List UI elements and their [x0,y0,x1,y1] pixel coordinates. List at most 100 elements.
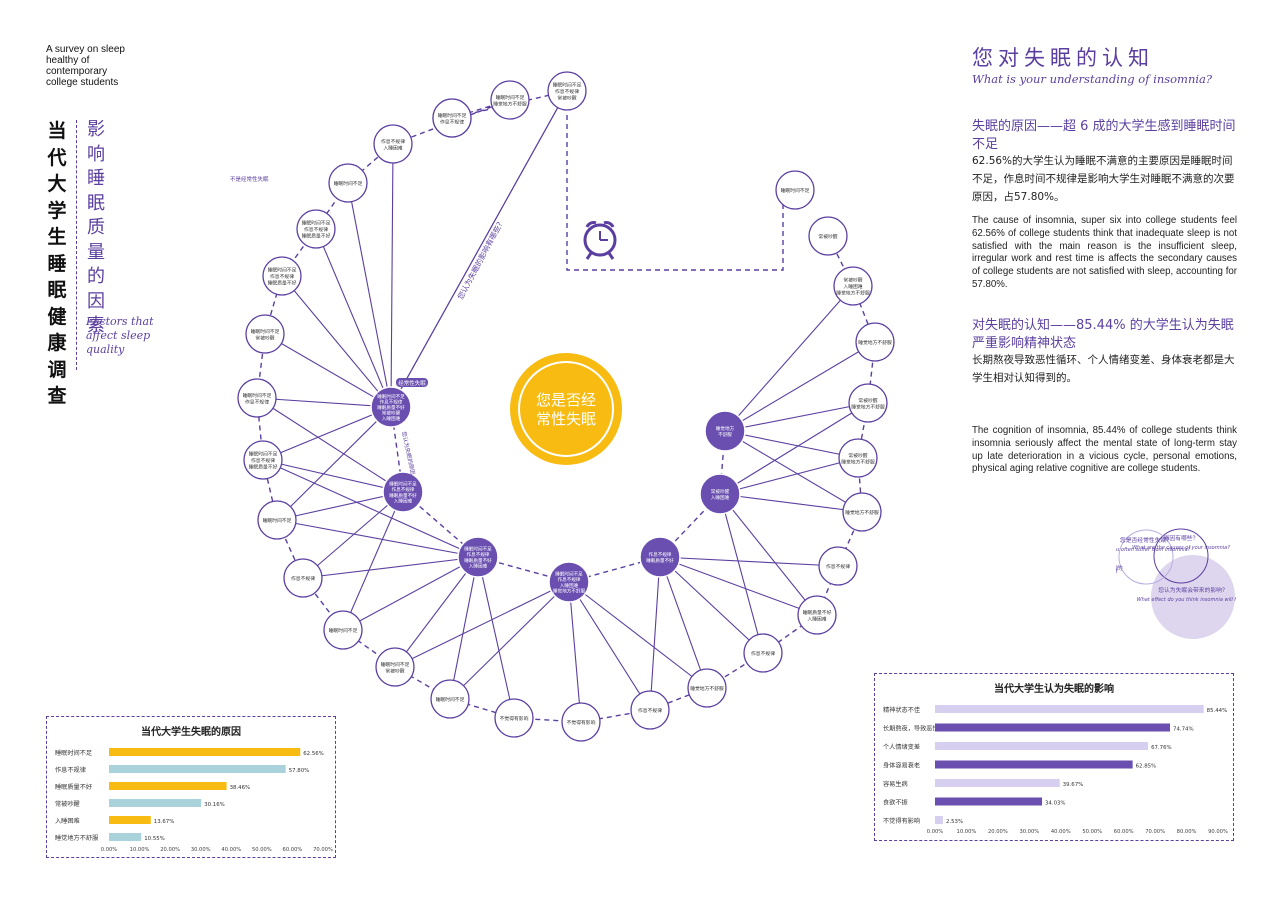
ring-node-circle [237,378,277,418]
hub-node-label: 作息不规律 [649,551,672,558]
network-links [256,90,876,723]
ring-node: 作息不规律 [283,558,323,598]
network-link [342,556,479,631]
ring-node-label: 睡眠质量不好 [803,609,832,616]
network-link [281,275,392,408]
x-tick-label: 60.00% [283,847,303,853]
network-link [276,491,404,521]
ring-path [256,90,876,723]
x-tick-label: 20.00% [160,847,180,853]
network-link [719,402,869,495]
ring-node-label: 睡眠时间不足 [496,94,525,101]
ring-node: 睡觉地方不舒服 [855,322,895,362]
bar [109,816,151,824]
ring-node-label: 睡眠时间不足 [553,82,582,89]
network-link [719,493,863,513]
ring-node-label: 作息不规律 [555,88,579,95]
bar-category-label: 作息不规律 [55,766,86,774]
clock-leg [585,252,593,260]
center-label-line1: 您是否经 [536,391,596,409]
bar-value-label: 30.16% [204,802,225,808]
hub-node-circle [382,471,424,513]
ring-node-circle [296,209,336,249]
ring-node-label: 睡眠时间不足 [329,627,358,634]
bar-value-label: 62.85% [1136,764,1157,770]
bar [109,799,202,807]
network-link [477,556,515,719]
ring-nodes: 睡眠时间不足作息不规律常被吵醒睡眠时间不足常被吵醒睡觉地方不舒服睡眠时间不足睡觉… [237,71,895,742]
network-link [724,402,869,432]
ring-node: 作息不规律 [743,633,783,673]
arc-label-cause: 您认为失眠的原因 [400,431,417,476]
ring-node-circle [245,314,285,354]
bar [109,765,286,773]
hub-node-circle [370,386,412,428]
bar-value-label: 57.80% [289,768,310,774]
ring-node-label: 睡眠质量不好 [268,280,297,287]
right-subtitle: What is your understanding of insomnia? [972,72,1213,86]
hub-node-label: 入睡困难 [382,415,401,422]
x-tick-label: 0.00% [927,829,944,835]
ring-node-circle [257,500,297,540]
network-link [262,406,392,461]
clock-bell-left [585,221,597,228]
ring-node-label: 常被吵醒 [848,452,867,459]
network-link [264,333,392,408]
network-link [262,459,404,493]
network-link [659,556,708,689]
hub-node-label: 睡眠时间不足 [377,393,405,400]
hub-node-label: 睡眠质量不好 [377,404,405,411]
hub-node-label: 睡眠时间不足 [389,481,417,488]
ring-node-label: 睡眠质量不好 [249,464,278,471]
bar-category-label: 长期熬夜，导致恶性循环 [883,725,951,733]
bar-value-label: 85.44% [1207,708,1228,714]
ring-node-circle [243,440,283,480]
ring-node-label: 睡觉地方不舒服 [858,339,892,346]
clock-bracket [566,115,784,271]
clock-bell-right [603,221,615,228]
center-circle [510,353,622,465]
title-divider [76,120,77,370]
network-link [276,406,392,521]
ring-node-label: 睡眠质量不好 [302,233,331,240]
section1-heading: 失眠的原因——超 6 成的大学生感到睡眠时间不足 [972,119,1236,152]
bar-category-label: 睡眠质量不好 [55,783,92,791]
bar [935,760,1133,769]
ring-node-circle [743,633,783,673]
tag-not-frequent: 不是经常性失眠 [230,175,269,183]
bar [935,797,1043,806]
ring-node-circle [842,492,882,532]
hub-node-label: 常被吵醒 [382,410,401,417]
center-ring [518,361,614,457]
x-tick-label: 70.00% [313,847,333,853]
legend-text: 您认为失眠会带来的影响？ [1158,586,1228,594]
ring-node-circle [808,216,848,256]
bar [935,742,1149,750]
ring-node-label: 作息不规律 [245,398,269,405]
hub-node-label: 不舒服 [718,431,732,438]
ring-node-label: 睡觉地方不舒服 [836,290,870,297]
ring-node-circle [547,71,587,111]
bar-value-label: 39.67% [1063,782,1084,788]
bar-category-label: 身体容易衰老 [883,762,920,770]
ring-node: 不觉得有影响 [561,702,601,742]
ring-node-label: 睡眠时间不足 [334,180,363,187]
legend-text: 您是否经常性失眠？ [1120,536,1172,544]
ring-node-label: 作息不规律 [440,118,464,125]
ring-node-circle [494,698,534,738]
network-link [342,491,404,631]
x-tick-label: 90.00% [1208,829,1228,835]
center-label-line2: 常性失眠 [536,410,596,428]
network-link [568,581,708,689]
